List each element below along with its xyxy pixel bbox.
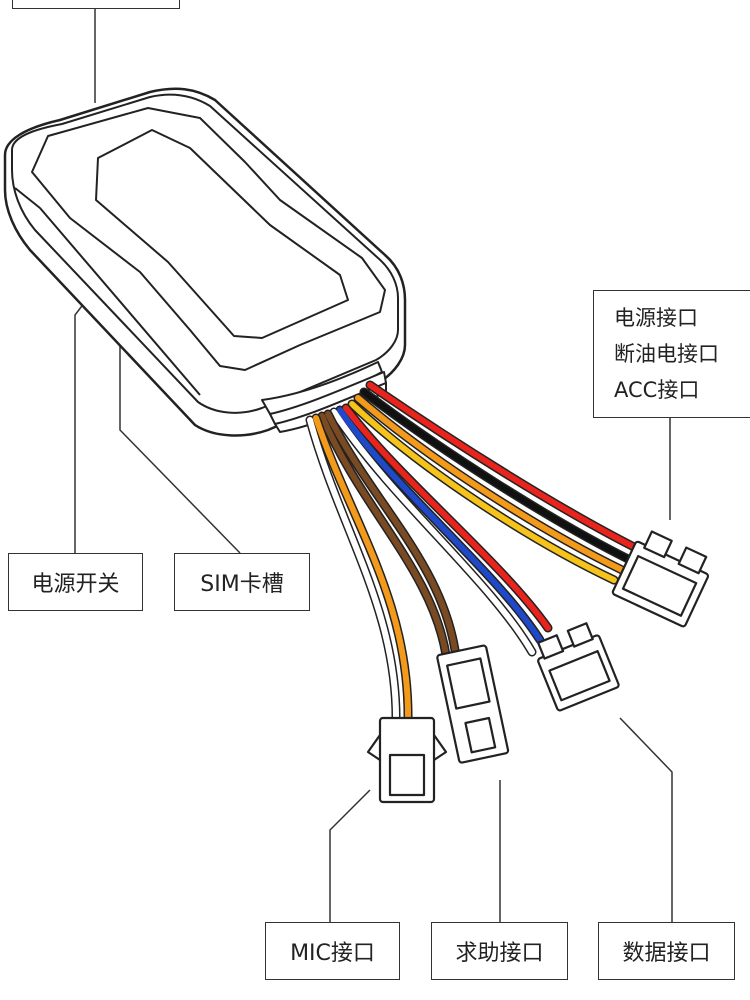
sos-port-text: 求助接口 [455, 941, 544, 966]
sim-slot-label: SIM卡槽 [174, 553, 310, 611]
red-wire [367, 382, 643, 553]
data-red-wire [343, 405, 551, 631]
power-switch-text: 电源开关 [31, 572, 120, 597]
device-side-edge [14, 187, 201, 396]
black-wire [361, 389, 633, 563]
device-top-panel [31, 107, 386, 371]
mic-orange-wire [313, 415, 412, 725]
sim-slot-leader-line [119, 345, 241, 554]
power-switch-label: 电源开关 [8, 553, 143, 611]
sos-connector [436, 644, 510, 764]
mic-port-text: MIC接口 [290, 941, 375, 966]
fuel-cut-port-text: 断油电接口 [614, 342, 719, 366]
data-connector [537, 622, 620, 712]
blue-wire [337, 407, 543, 643]
wire-bundle [305, 380, 645, 729]
top-label-box [12, 0, 180, 9]
brown-wire-2 [319, 413, 449, 658]
connectors [366, 530, 710, 804]
power-connector [611, 530, 710, 628]
mic-connector [366, 716, 448, 804]
data-port-label: 数据接口 [598, 922, 735, 980]
device-top-outline [11, 93, 399, 414]
device-shell [3, 87, 407, 437]
power-switch-leader-line [74, 297, 89, 555]
sim-slot-text: SIM卡槽 [200, 572, 284, 597]
yellow-wire [349, 401, 617, 583]
brown-wire-1 [325, 411, 458, 653]
mic-port-label: MIC接口 [265, 922, 400, 980]
device-inner-panel [95, 129, 349, 339]
orange-wire [355, 395, 625, 573]
power-group-label: 电源接口 断油电接口 ACC接口 [593, 290, 750, 418]
acc-port-text: ACC接口 [614, 378, 700, 402]
data-white-wire [331, 409, 535, 655]
tracker-body [3, 87, 407, 437]
mic-white-wire [307, 417, 400, 727]
mic-leader-line [329, 789, 371, 922]
power-port-text: 电源接口 [614, 306, 698, 330]
data-leader-line [619, 717, 673, 922]
sos-port-label: 求助接口 [431, 922, 568, 980]
data-port-text: 数据接口 [622, 941, 711, 966]
